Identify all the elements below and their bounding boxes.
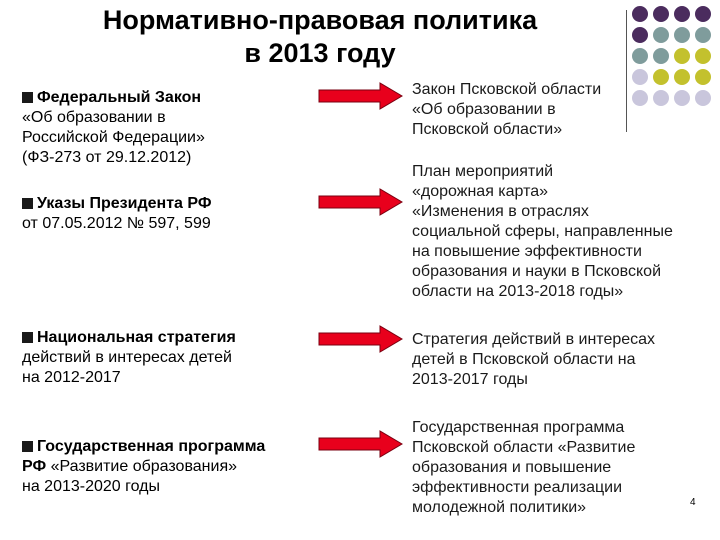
left-item-2-head: Указы Президента РФ bbox=[22, 194, 322, 214]
decor-dot bbox=[632, 48, 648, 64]
right-arrow-icon bbox=[318, 430, 403, 458]
right-item-3-line-3: 2013-2017 годы bbox=[412, 371, 528, 388]
left-item-3-line-2: на 2012-2017 bbox=[22, 369, 121, 386]
right-item-2-line-3: «Изменения в отраслях bbox=[412, 203, 589, 220]
left-item-4-line-2: на 2013-2020 годы bbox=[22, 478, 161, 495]
left-item-1-line-2: Российской Федерации» bbox=[22, 129, 205, 146]
decor-dot bbox=[632, 27, 648, 43]
decor-dot bbox=[653, 27, 669, 43]
decor-dot bbox=[674, 90, 690, 106]
title-line-1: Нормативно-правовая политика bbox=[102, 5, 538, 35]
square-bullet-icon bbox=[22, 92, 33, 103]
right-item-2-line-5: на повышение эффективности bbox=[412, 243, 642, 260]
square-bullet-icon bbox=[22, 441, 33, 452]
right-item-2-line-1: План мероприятий bbox=[412, 163, 554, 180]
decor-dot bbox=[653, 48, 669, 64]
decor-dot bbox=[653, 90, 669, 106]
right-item-3-line-2: детей в Псковской области на bbox=[412, 351, 636, 368]
right-item-4: Государственная программа Псковской обла… bbox=[412, 418, 682, 518]
right-item-1: Закон Псковской области «Об образовании … bbox=[412, 80, 627, 140]
right-item-4-line-4: эффективности реализации bbox=[412, 479, 623, 496]
right-item-2-line-4: социальной сферы, направленные bbox=[412, 223, 673, 240]
right-item-1-line-3: Псковской области» bbox=[412, 121, 563, 138]
decor-dot bbox=[632, 6, 648, 22]
right-item-1-line-2: «Об образовании в bbox=[412, 101, 556, 118]
decor-dot bbox=[674, 6, 690, 22]
left-item-3-line-1: действий в интересах детей bbox=[22, 349, 232, 366]
left-item-4-head2-rest: «Развитие образования» bbox=[46, 458, 237, 475]
right-item-2-line-6: образования и науки в Псковской bbox=[412, 263, 662, 280]
right-item-4-line-5: молодежной политики» bbox=[412, 499, 587, 516]
left-item-2-line-1: от 07.05.2012 № 597, 599 bbox=[22, 215, 211, 232]
right-item-3-line-1: Стратегия действий в интересах bbox=[412, 331, 656, 348]
title-line-2: в 2013 году bbox=[244, 38, 396, 68]
left-item-1: Федеральный Закон «Об образовании в Росс… bbox=[22, 88, 322, 168]
square-bullet-icon bbox=[22, 332, 33, 343]
decor-vertical-line bbox=[626, 10, 627, 132]
right-item-4-line-2: Псковской области «Развитие bbox=[412, 439, 636, 456]
decor-dot bbox=[695, 6, 711, 22]
decor-dot bbox=[653, 69, 669, 85]
page-number: 4 bbox=[690, 497, 696, 508]
decor-dot bbox=[632, 90, 648, 106]
decor-dot-grid bbox=[632, 6, 711, 106]
decor-dot bbox=[695, 27, 711, 43]
right-arrow-icon bbox=[318, 188, 403, 216]
right-item-1-line-1: Закон Псковской области bbox=[412, 81, 602, 98]
right-item-2: План мероприятий «дорожная карта» «Измен… bbox=[412, 162, 712, 302]
right-arrow-icon bbox=[318, 82, 403, 110]
left-item-1-line-1: «Об образовании в bbox=[22, 109, 166, 126]
right-item-3: Стратегия действий в интересах детей в П… bbox=[412, 330, 712, 390]
decor-dot bbox=[695, 48, 711, 64]
left-item-3: Национальная стратегия действий в интере… bbox=[22, 328, 322, 388]
decor-dot bbox=[674, 27, 690, 43]
decor-dot bbox=[695, 69, 711, 85]
decor-dot bbox=[653, 6, 669, 22]
right-item-4-line-3: образования и повышение bbox=[412, 459, 612, 476]
left-item-4-line-1: РФ «Развитие образования» bbox=[22, 457, 332, 477]
decor-dot bbox=[674, 48, 690, 64]
right-arrow-icon bbox=[318, 325, 403, 353]
right-item-4-line-1: Государственная программа bbox=[412, 419, 625, 436]
decor-dot bbox=[674, 69, 690, 85]
right-item-2-line-7: области на 2013-2018 годы» bbox=[412, 283, 624, 300]
left-item-1-head: Федеральный Закон bbox=[22, 88, 322, 108]
left-item-2: Указы Президента РФ от 07.05.2012 № 597,… bbox=[22, 194, 322, 234]
left-item-3-head: Национальная стратегия bbox=[22, 328, 322, 348]
decor-dot bbox=[695, 90, 711, 106]
left-item-4-head: Государственная программа bbox=[22, 437, 332, 457]
right-item-2-line-2: «дорожная карта» bbox=[412, 183, 549, 200]
left-item-1-line-3: (ФЗ-273 от 29.12.2012) bbox=[22, 149, 192, 166]
left-item-4-head2: РФ bbox=[22, 458, 47, 475]
decor-dot bbox=[632, 69, 648, 85]
left-item-4: Государственная программа РФ «Развитие о… bbox=[22, 437, 332, 497]
slide-title: Нормативно-правовая политика в 2013 году bbox=[40, 4, 600, 70]
square-bullet-icon bbox=[22, 198, 33, 209]
